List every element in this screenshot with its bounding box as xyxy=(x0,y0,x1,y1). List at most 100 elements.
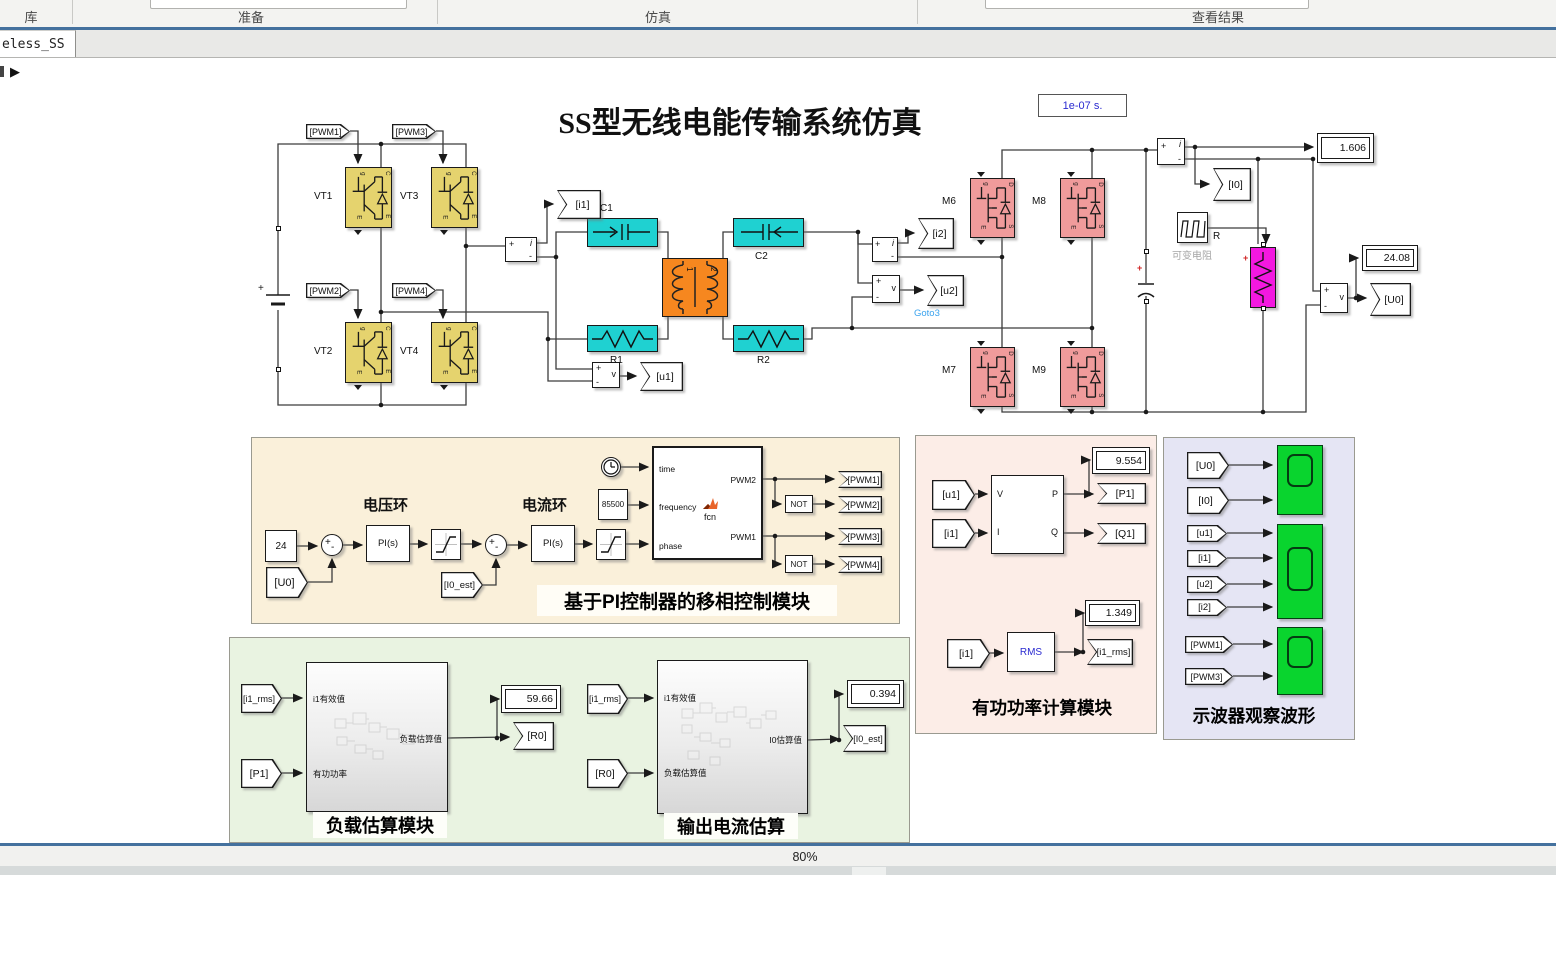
current-measurement-i2[interactable]: + i - xyxy=(872,237,898,262)
r2-label: R2 xyxy=(757,355,770,366)
r1-label: R1 xyxy=(610,355,623,366)
igbt-vt4-block[interactable] xyxy=(431,322,478,383)
capacitor-c2-block[interactable] xyxy=(733,218,804,247)
goto-tag-i1[interactable]: [i1] xyxy=(557,190,601,219)
scope-pwm-block[interactable] xyxy=(1277,627,1323,695)
forward-arrow-icon[interactable]: ▶ xyxy=(10,64,20,79)
goto-tag-p1[interactable]: [P1] xyxy=(1097,483,1146,504)
display-i0[interactable]: 1.606 xyxy=(1317,133,1374,163)
toolstrip-control-box-2[interactable] xyxy=(985,0,1309,9)
igbt-vt3-block[interactable] xyxy=(431,167,478,228)
saturation-block-2[interactable] xyxy=(596,529,626,560)
matlab-logo-icon xyxy=(703,498,718,509)
from-tag-u0-pi[interactable]: [U0] xyxy=(266,567,308,598)
from-tag-u2-scope[interactable]: [u2] xyxy=(1187,576,1227,593)
goto-tag-pwm3[interactable]: [PWM3] xyxy=(838,528,882,545)
matlab-function-block[interactable]: time frequency phase PWM2 PWM1 fcn xyxy=(652,446,763,560)
mosfet-m7-block[interactable] xyxy=(970,347,1015,407)
from-tag-i0-scope[interactable]: [I0] xyxy=(1187,487,1229,514)
not-gate-1[interactable]: NOT xyxy=(785,495,813,513)
display-p1[interactable]: 9.554 xyxy=(1092,447,1150,474)
voltage-measurement-u2[interactable]: + - v xyxy=(872,275,900,303)
sample-time-box[interactable]: 1e-07 s. xyxy=(1038,94,1127,117)
scope-module-caption: 示波器观察波形 xyxy=(1192,706,1316,726)
goto-tag-u2[interactable]: [u2] xyxy=(927,275,964,306)
from-tag-i0est-pi[interactable]: [I0_est] xyxy=(441,572,483,598)
igbt-vt2-block[interactable] xyxy=(345,322,392,383)
from-tag-pwm2[interactable]: [PWM2] xyxy=(306,283,350,298)
from-tag-pwm1-scope[interactable]: [PWM1] xyxy=(1185,636,1233,653)
from-tag-p1-load[interactable]: [P1] xyxy=(241,759,282,788)
current-measurement-i1[interactable]: + i - xyxy=(505,237,537,262)
from-tag-pwm3-scope[interactable]: [PWM3] xyxy=(1185,668,1233,685)
goto-tag-i2[interactable]: [i2] xyxy=(918,218,954,249)
pi-controller-current[interactable]: PI(s) xyxy=(531,525,575,562)
not-gate-2[interactable]: NOT xyxy=(785,555,813,573)
resistor-r1-block[interactable] xyxy=(587,325,658,352)
display-i0-est[interactable]: 0.394 xyxy=(847,680,904,708)
coupled-inductor-block[interactable]: 1 2 xyxy=(662,258,728,317)
port-square xyxy=(1144,249,1149,254)
goto-tag-i0-est[interactable]: [I0_est] xyxy=(843,725,886,752)
mosfet-m6-block[interactable] xyxy=(970,178,1015,238)
constant-vref-block[interactable]: 24 xyxy=(265,530,297,562)
goto-tag-u0[interactable]: [U0] xyxy=(1370,283,1411,316)
load-estimator-subsystem[interactable]: i1有效值 有功功率 负载估算值 xyxy=(306,662,448,812)
pi-controller-voltage[interactable]: PI(s) xyxy=(366,525,410,562)
goto3-name-label: Goto3 xyxy=(914,308,940,319)
goto-tag-pwm2[interactable]: [PWM2] xyxy=(838,496,882,513)
display-i1-rms[interactable]: 1.349 xyxy=(1085,600,1140,626)
from-tag-i1rms-oce[interactable]: [i1_rms] xyxy=(587,684,628,714)
rms-block[interactable]: RMS xyxy=(1007,632,1055,672)
pulse-generator-block[interactable] xyxy=(1177,212,1208,243)
toolstrip-section-prepare[interactable]: 准备 xyxy=(237,10,264,25)
toolstrip-control-box[interactable] xyxy=(150,0,407,9)
from-tag-i1-scope[interactable]: [i1] xyxy=(1187,550,1227,567)
current-measurement-i0[interactable]: + i - xyxy=(1157,138,1185,165)
output-current-estimator-subsystem[interactable]: i1有效值 负载估算值 I0估算值 xyxy=(657,660,808,814)
goto-tag-i0[interactable]: [I0] xyxy=(1213,168,1251,201)
from-tag-r0-oce[interactable]: [R0] xyxy=(587,759,628,788)
capacitor-c1-block[interactable] xyxy=(587,218,658,247)
from-tag-i1-pq[interactable]: [i1] xyxy=(932,519,975,548)
c1-label: C1 xyxy=(600,203,613,214)
scope-output-block[interactable] xyxy=(1277,445,1323,515)
from-tag-i1-rms-src[interactable]: [i1] xyxy=(947,639,990,668)
from-tag-pwm1[interactable]: [PWM1] xyxy=(306,124,350,139)
power-measurement-block[interactable]: V I P Q xyxy=(991,475,1064,554)
constant-frequency-block[interactable]: 85500 xyxy=(598,489,628,520)
toolstrip-section-simulate[interactable]: 仿真 xyxy=(644,10,671,25)
goto-tag-pwm4[interactable]: [PWM4] xyxy=(838,556,882,573)
resistor-r2-block[interactable] xyxy=(733,325,804,352)
mosfet-m8-block[interactable] xyxy=(1060,178,1105,238)
sum-block-current[interactable]: + - xyxy=(485,534,507,556)
saturation-block-1[interactable] xyxy=(431,529,461,560)
from-tag-i2-scope[interactable]: [i2] xyxy=(1187,599,1227,616)
from-tag-pwm3[interactable]: [PWM3] xyxy=(392,124,436,139)
goto-tag-r0[interactable]: [R0] xyxy=(513,722,554,750)
from-tag-pwm4[interactable]: [PWM4] xyxy=(392,283,436,298)
from-tag-i1rms-load[interactable]: [i1_rms] xyxy=(241,684,282,713)
model-tab[interactable]: eless_SS xyxy=(0,30,76,57)
toolstrip-section-review-results[interactable]: 查看结果 xyxy=(1191,10,1244,25)
display-u0[interactable]: 24.08 xyxy=(1362,245,1418,271)
mosfet-m9-block[interactable] xyxy=(1060,347,1105,407)
from-tag-u0-scope[interactable]: [U0] xyxy=(1187,452,1229,479)
goto-tag-pwm1[interactable]: [PWM1] xyxy=(838,471,882,488)
clock-block[interactable] xyxy=(601,457,621,477)
voltage-measurement-u0[interactable]: + - v xyxy=(1320,283,1348,313)
port-chevron xyxy=(440,385,448,390)
sum-block-voltage[interactable]: + - xyxy=(321,534,343,556)
display-r0[interactable]: 59.66 xyxy=(501,685,561,713)
goto-tag-u1[interactable]: [u1] xyxy=(640,362,683,391)
igbt-vt1-block[interactable] xyxy=(345,167,392,228)
scope-tank-block[interactable] xyxy=(1277,524,1323,619)
toolstrip-section-library[interactable]: 库 xyxy=(24,10,38,25)
pi-module-caption: 基于PI控制器的移相控制模块 xyxy=(537,585,837,616)
goto-tag-i1-rms[interactable]: [i1_rms] xyxy=(1087,639,1133,665)
goto-tag-q1[interactable]: [Q1] xyxy=(1097,523,1146,544)
voltage-measurement-u1[interactable]: + - v xyxy=(592,362,620,388)
variable-resistor-block[interactable] xyxy=(1250,247,1276,308)
from-tag-u1-scope[interactable]: [u1] xyxy=(1187,525,1227,542)
from-tag-u1-pq[interactable]: [u1] xyxy=(932,480,975,510)
